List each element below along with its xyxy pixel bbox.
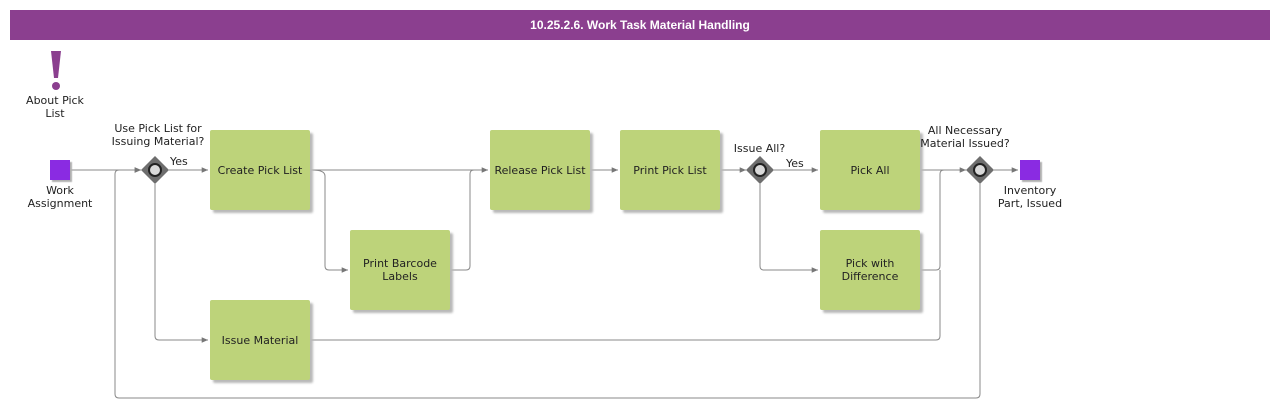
exclamation-icon[interactable] bbox=[48, 50, 64, 92]
diagram-title: 10.25.2.6. Work Task Material Handling bbox=[10, 10, 1270, 40]
flow-issue-to-gw3 bbox=[310, 270, 941, 341]
gateway-use-pick-list[interactable] bbox=[141, 156, 169, 184]
flow-gw1-to-issue bbox=[154, 184, 208, 343]
flow-gw2-to-pickdiff bbox=[759, 184, 818, 273]
task-label: Create Pick List bbox=[217, 163, 303, 177]
task-pick-all[interactable]: Pick All bbox=[820, 130, 920, 210]
task-print-pick-list[interactable]: Print Pick List bbox=[620, 130, 720, 210]
start-event[interactable] bbox=[50, 160, 70, 180]
flow-pickdiff-to-gw3 bbox=[920, 169, 945, 271]
task-label: Pick All bbox=[850, 163, 890, 177]
gateway-yes-label: Yes bbox=[786, 157, 804, 170]
flow-create-to-barcode bbox=[311, 169, 348, 273]
end-event[interactable] bbox=[1020, 160, 1040, 180]
task-issue-material[interactable]: Issue Material bbox=[210, 300, 310, 380]
gateway-issue-all[interactable] bbox=[746, 156, 774, 184]
task-create-pick-list[interactable]: Create Pick List bbox=[210, 130, 310, 210]
gateway-all-issued[interactable] bbox=[966, 156, 994, 184]
task-label: Print Pick List bbox=[633, 163, 707, 177]
gateway-question-issue-all: Issue All? bbox=[733, 142, 786, 155]
task-label: Issue Material bbox=[221, 333, 299, 347]
flow-loop-back bbox=[114, 167, 981, 399]
task-label: Release Pick List bbox=[494, 163, 586, 177]
gateway-yes-label: Yes bbox=[170, 155, 188, 168]
task-release-pick-list[interactable]: Release Pick List bbox=[490, 130, 590, 210]
flow-barcode-to-release bbox=[450, 169, 475, 271]
